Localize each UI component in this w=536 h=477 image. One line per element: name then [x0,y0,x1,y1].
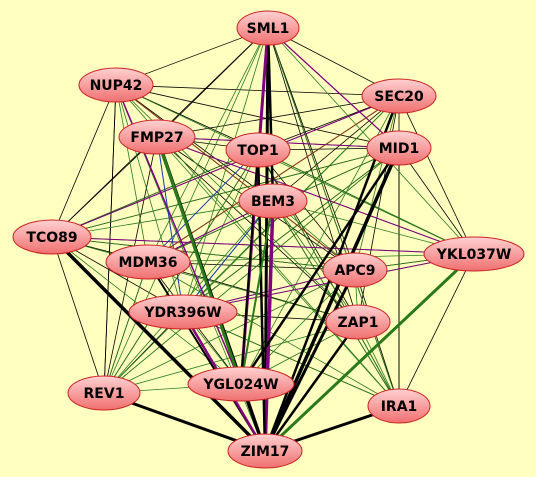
edge-sec20-fmp27 [156,95,400,138]
node-ellipse [325,304,391,340]
node-label: TCO89 [26,230,77,246]
node-ellipse [78,67,154,103]
node-label: SML1 [247,21,290,37]
edge-sml1-mid1 [267,27,400,149]
node-ellipse [366,130,432,166]
edge-nup42-apc9 [115,84,356,271]
node-label: YDR396W [143,305,221,321]
edge-mid1-ygl024w [239,147,401,385]
node-ellipse [227,433,303,469]
node-ellipse [423,236,525,272]
node-label: BEM3 [251,194,295,210]
node-rev1[interactable]: REV1 [67,375,141,411]
edge-nup42-bem3 [115,84,274,202]
node-ellipse [322,252,388,288]
node-top1[interactable]: TOP1 [225,132,291,168]
edge-nup42-mdm36 [115,84,149,263]
edge-bem3-ydr396w [182,200,274,313]
node-zap1[interactable]: ZAP1 [325,304,391,340]
edge-tco89-ykl037w [51,236,475,255]
node-label: ZAP1 [338,315,379,331]
edge-sml1-bem3 [266,27,275,202]
node-label: TOP1 [237,143,278,159]
node-ellipse [67,375,141,411]
edge-mdm36-ykl037w [147,253,475,263]
node-mid1[interactable]: MID1 [366,130,432,166]
node-bem3[interactable]: BEM3 [238,183,308,219]
edge-rev1-mid1 [103,147,400,394]
edge-zap1-zim17 [263,321,360,452]
edge-tco89-fmp27 [51,136,158,238]
node-label: SEC20 [374,89,424,105]
node-tco89[interactable]: TCO89 [12,219,92,255]
edge-sec20-ykl037w [398,95,475,255]
node-ellipse [118,119,196,155]
node-ellipse [105,244,191,280]
node-label: MDM36 [119,255,178,271]
edge-nup42-tco89 [51,84,117,238]
node-label: REV1 [84,386,125,402]
node-label: IRA1 [381,399,418,415]
edge-tco89-zim17 [50,235,267,453]
edge-mid1-zim17 [263,147,401,452]
edge-top1-ykl037w [257,149,475,255]
node-label: YKL037W [436,247,512,263]
node-mdm36[interactable]: MDM36 [105,244,191,280]
node-ellipse [238,183,308,219]
edge-sml1-rev1 [103,27,269,394]
edge-rev1-apc9 [103,269,356,394]
edge-fmp27-ygl024w [155,136,243,385]
edge-apc9-zim17 [263,269,357,452]
edge-mid1-tco89 [51,147,400,238]
node-ellipse [236,10,300,46]
edge-fmp27-ydr396w [156,136,184,313]
edge-ydr396w-ira1 [182,311,400,407]
node-label: ZIM17 [241,444,290,460]
edge-ykl037w-mid1 [398,147,475,255]
node-label: NUP42 [90,78,143,94]
node-ykl037w[interactable]: YKL037W [423,236,525,272]
node-sml1[interactable]: SML1 [236,10,300,46]
node-ellipse [187,366,295,402]
edge-sml1-mdm36 [147,27,269,263]
node-nup42[interactable]: NUP42 [78,67,154,103]
node-ydr396w[interactable]: YDR396W [128,294,238,330]
edge-tco89-apc9 [51,236,356,271]
node-ellipse [128,294,238,330]
edge-tco89-rev1 [51,236,105,394]
node-zim17[interactable]: ZIM17 [227,433,303,469]
edge-mdm36-rev1 [103,261,149,394]
edge-bem3-zim17 [263,200,275,452]
edge-ira1-apc9 [354,269,400,407]
node-ellipse [225,132,291,168]
node-ellipse [361,78,437,114]
node-ellipse [12,219,92,255]
node-fmp27[interactable]: FMP27 [118,119,196,155]
node-sec20[interactable]: SEC20 [361,78,437,114]
node-label: YGL024W [202,377,278,393]
edge-nup42-mid1 [115,84,400,149]
node-ira1[interactable]: IRA1 [367,388,431,424]
edge-nup42-sec20 [115,84,400,97]
edge-top1-tco89 [51,149,259,238]
edge-bem3-ygl024w [240,200,274,385]
node-apc9[interactable]: APC9 [322,252,388,288]
edge-tco89-sec20 [51,95,400,238]
node-label: FMP27 [130,130,183,146]
node-ygl024w[interactable]: YGL024W [187,366,295,402]
edge-top1-ydr396w [182,149,259,313]
node-ellipse [367,388,431,424]
node-label: MID1 [379,141,420,157]
edge-bem3-zap1 [272,200,359,323]
node-label: APC9 [334,263,375,279]
edge-fmp27-ykl037w [156,136,475,255]
edge-nup42-ykl037w [115,84,475,255]
edge-ykl037w-zim17 [263,252,476,453]
edge-top1-mdm36 [147,149,259,263]
edge-ykl037w-ira1 [398,253,475,407]
